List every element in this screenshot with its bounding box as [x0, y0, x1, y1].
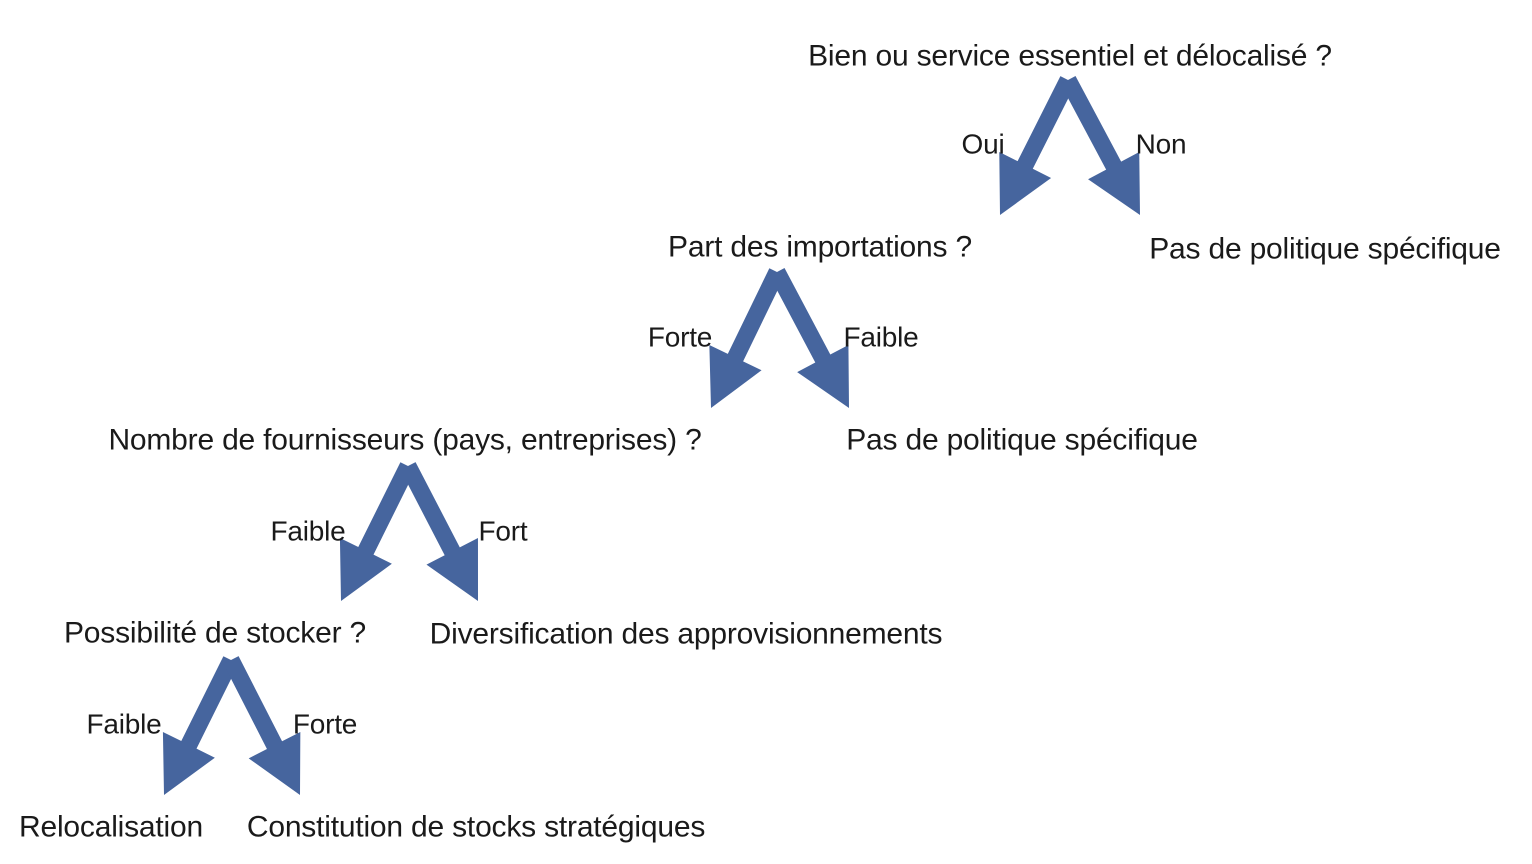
arrow-e-fourn-faible: [339, 462, 416, 601]
edge-label-oui: Oui: [961, 128, 1005, 160]
arrow-e-stocker-forte: [223, 656, 301, 795]
node-no-policy-2: Pas de politique spécifique: [846, 423, 1198, 457]
arrow-e-imports-forte: [709, 268, 785, 408]
arrow-e-fourn-fort: [400, 462, 478, 601]
edge-label-faible-imports: Faible: [843, 321, 919, 353]
node-fournisseurs: Nombre de fournisseurs (pays, entreprise…: [108, 423, 702, 457]
edge-label-faible-stocker: Faible: [86, 708, 162, 740]
node-diversification: Diversification des approvisionnements: [429, 617, 943, 651]
node-importations: Part des importations ?: [668, 230, 972, 264]
edge-label-forte-imports: Forte: [647, 321, 713, 353]
arrow-e-root-oui: [999, 76, 1076, 216]
node-stocker: Possibilité de stocker ?: [63, 616, 367, 650]
edge-label-forte-stocker: Forte: [292, 708, 358, 740]
node-stocks: Constitution de stocks stratégiques: [246, 810, 706, 844]
node-root: Bien ou service essentiel et délocalisé …: [808, 39, 1332, 73]
edge-label-faible-fourn: Faible: [270, 515, 346, 547]
edge-label-non: Non: [1135, 128, 1187, 160]
node-relocalisation: Relocalisation: [19, 810, 203, 844]
arrow-e-root-non: [1060, 76, 1140, 215]
arrow-e-imports-faible: [769, 268, 849, 408]
arrow-e-stocker-faible: [162, 656, 239, 795]
edge-label-fort-fourn: Fort: [478, 515, 528, 547]
node-no-policy-1: Pas de politique spécifique: [1149, 232, 1501, 266]
